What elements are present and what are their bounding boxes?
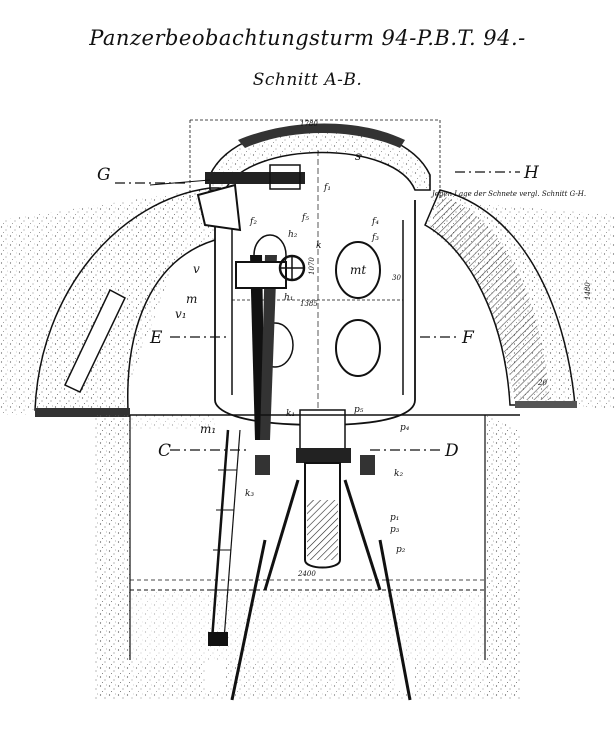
- section-note: Jegen Lage der Schnete vergl. Schnitt G-…: [430, 190, 586, 198]
- dim-wheel: 1070: [308, 257, 316, 275]
- armored-cupola: [189, 119, 441, 200]
- dim-side-height: 1480: [584, 282, 592, 300]
- periscope-column: [235, 254, 306, 440]
- label-C: C: [158, 441, 171, 461]
- label-h2: h₂: [288, 230, 298, 240]
- label-p1: p₁: [390, 513, 399, 523]
- portholes: [253, 234, 381, 377]
- label-f4: f₄: [371, 217, 379, 227]
- ladder: [208, 429, 241, 646]
- label-f2: f₂: [249, 217, 257, 227]
- label-k2: k₂: [394, 469, 403, 479]
- label-H: H: [523, 163, 540, 183]
- label-v1: v₁: [175, 307, 187, 321]
- label-D: D: [444, 441, 459, 461]
- dim-top-width: 1780: [300, 120, 318, 128]
- label-k1: k₁: [286, 409, 295, 419]
- label-p5: p₅: [354, 405, 364, 415]
- label-h1: h₁: [284, 293, 293, 303]
- dim-20: 20: [537, 379, 547, 387]
- observation-slot: [63, 288, 126, 393]
- dim-bottom-width: 2400: [297, 570, 316, 578]
- top-mechanism: [149, 164, 305, 232]
- label-F: F: [461, 328, 475, 348]
- label-m1: m₁: [200, 422, 216, 436]
- label-f3: f₃: [371, 233, 379, 243]
- label-mt: mt: [350, 263, 366, 277]
- label-v: v: [193, 262, 200, 276]
- label-G: G: [97, 165, 111, 185]
- outer-dome: [34, 187, 577, 417]
- label-p2: p₂: [396, 545, 406, 555]
- label-k: k: [316, 241, 321, 251]
- pit-walls: [95, 415, 520, 700]
- base-slab-left: [35, 408, 130, 417]
- label-f5: f₅: [301, 213, 309, 223]
- interior-chamber: [214, 150, 416, 430]
- label-E: E: [149, 328, 163, 348]
- section-subtitle: Schnitt A-B.: [252, 70, 363, 90]
- section-lines: [115, 171, 520, 581]
- label-f1: f₁: [323, 183, 331, 193]
- dim-inner-width: 1385: [300, 300, 318, 308]
- label-m: m: [186, 292, 197, 306]
- base-slab-right: [515, 401, 577, 408]
- dim-30: 30: [392, 274, 401, 282]
- label-p3: p₃: [390, 525, 400, 535]
- pivot-assembly: [230, 409, 412, 701]
- label-k3: k₃: [245, 489, 254, 499]
- label-p4: p₄: [400, 423, 410, 433]
- drawing-title: Panzerbeobachtungsturm 94-P.B.T. 94.-: [89, 26, 526, 50]
- label-s: s: [355, 149, 361, 163]
